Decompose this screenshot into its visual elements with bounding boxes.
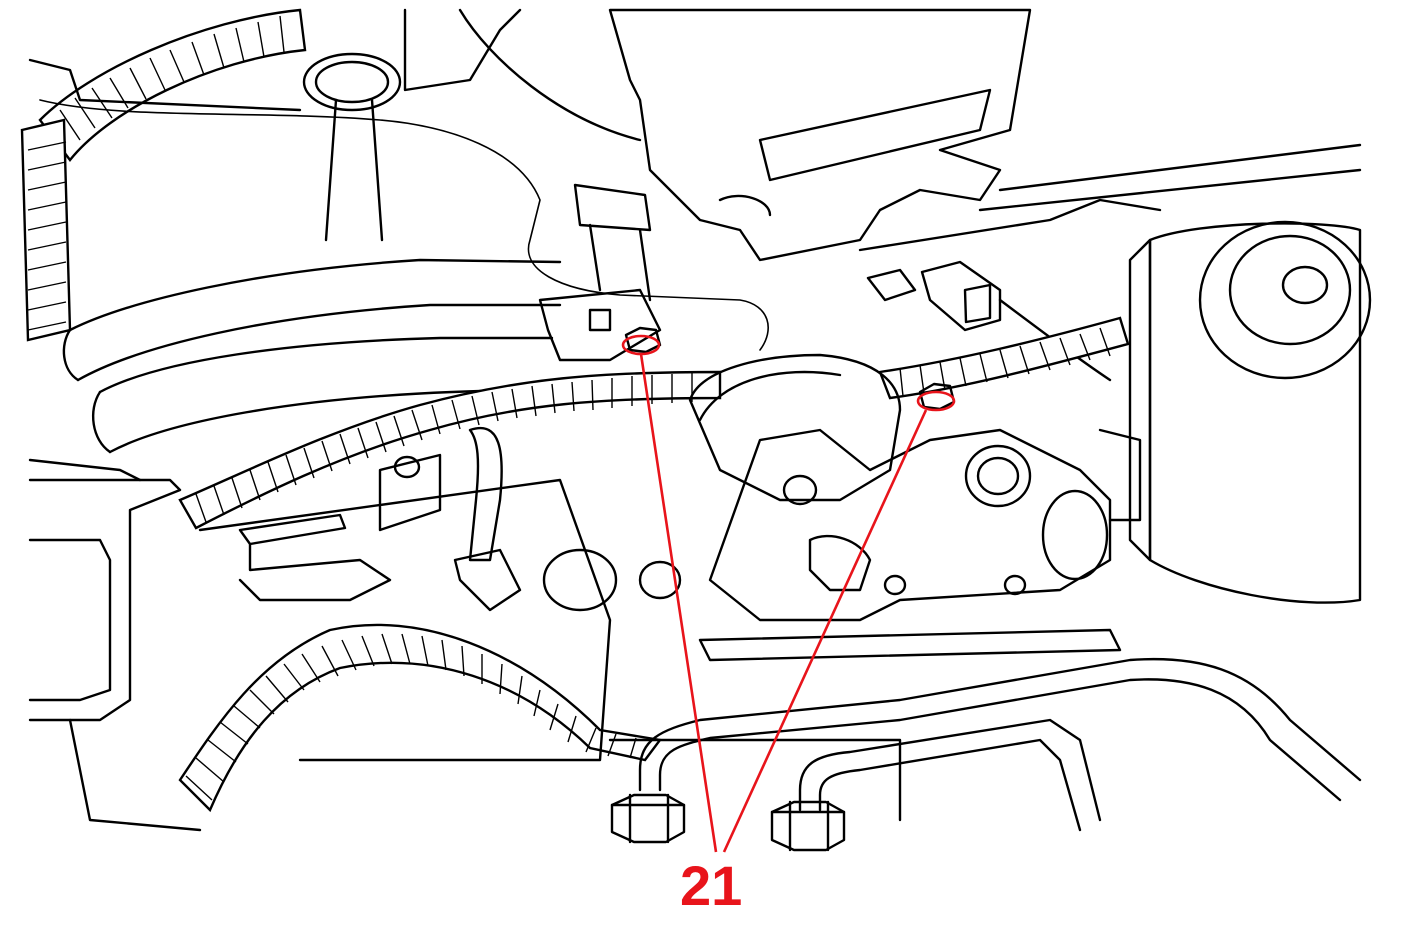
middle-corrugated-harness — [178, 316, 1130, 530]
lower-corrugated-harness — [178, 623, 663, 813]
left-frame-rail — [28, 458, 202, 832]
flare-nut-right — [770, 800, 846, 852]
callout-ring-right — [916, 390, 956, 412]
brake-module — [688, 353, 1142, 622]
flare-nut-left — [610, 793, 686, 844]
upper-left-corrugated-harness — [20, 8, 307, 342]
air-cleaner-housing — [608, 8, 1032, 262]
brake-lines-right — [858, 143, 1362, 252]
callout-leader-right — [722, 409, 928, 853]
callout-leader-left — [639, 353, 718, 853]
brake-lines-lower — [608, 628, 1362, 832]
master-cylinder-reservoir — [1128, 220, 1372, 604]
callout-21 — [621, 334, 956, 853]
coolant-hoses — [62, 258, 562, 454]
callout-label: 21 — [680, 854, 743, 917]
engine-block — [198, 183, 682, 762]
upper-tube-assembly — [28, 8, 769, 351]
